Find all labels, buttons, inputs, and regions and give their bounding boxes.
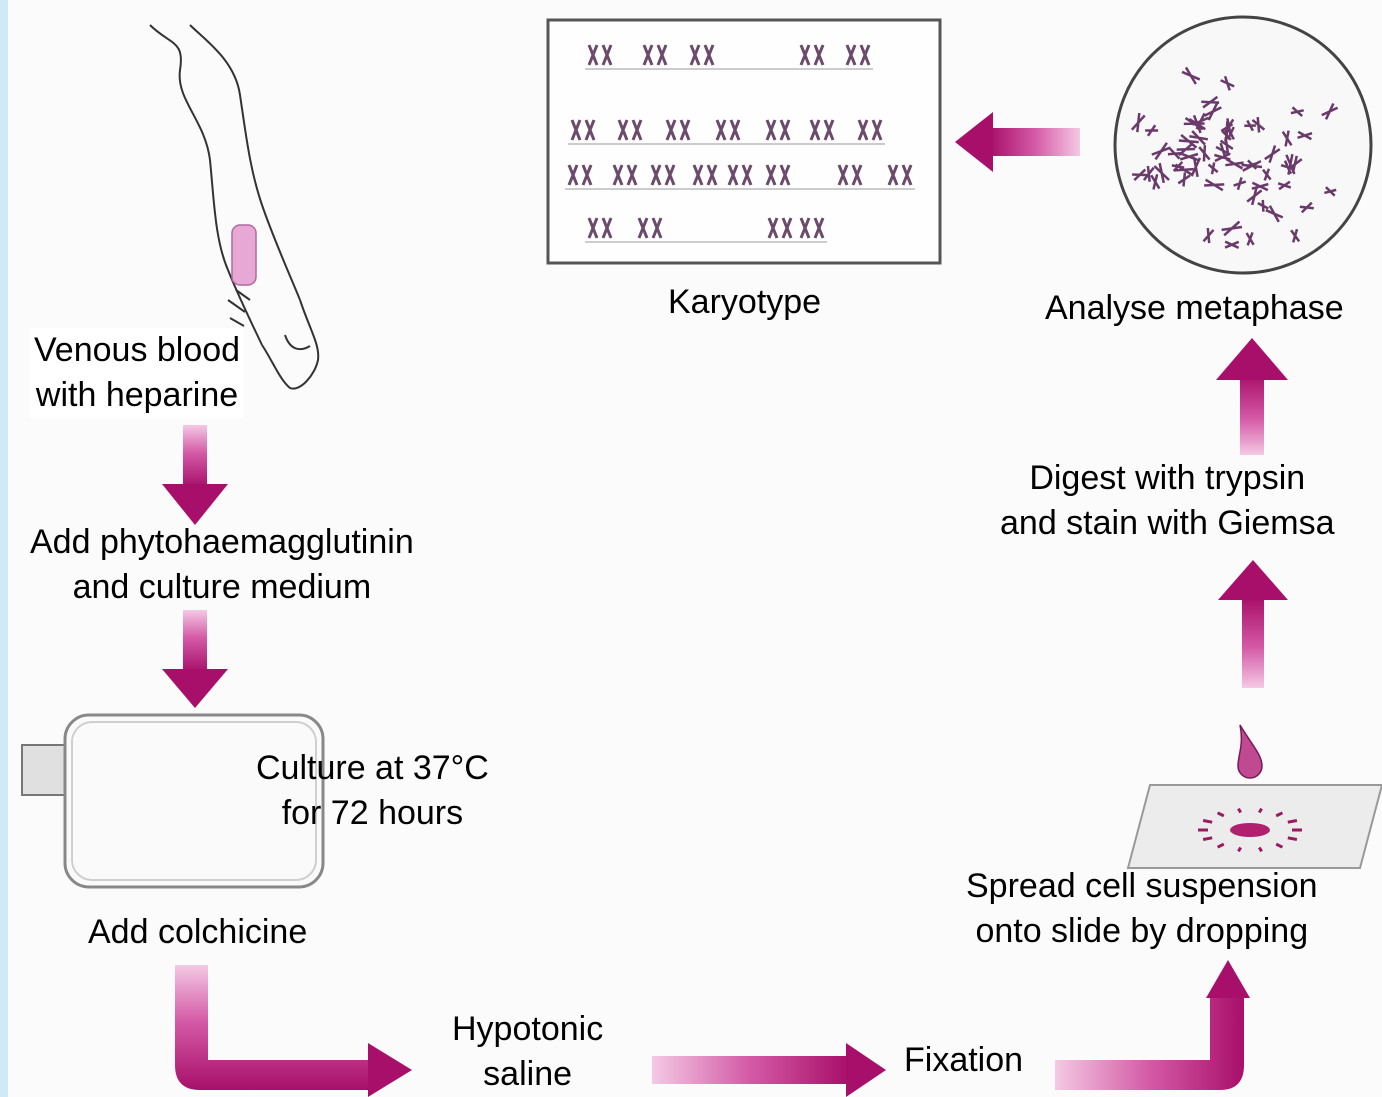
label-culture-line1: Culture at 37°C [256,746,489,791]
label-venous-blood-line2: with heparine [34,373,240,418]
cell-droplet [1288,821,1297,823]
label-spread-line1: Spread cell suspension [966,864,1318,909]
label-karyotype: Karyotype [668,280,821,325]
label-spread-line2: onto slide by dropping [966,909,1318,954]
label-hypotonic-line1: Hypotonic [452,1007,603,1052]
label-add-pha-line2: and culture medium [30,565,414,610]
label-analyse: Analyse metaphase [1045,286,1344,331]
label-digest-line2: and stain with Giemsa [1000,501,1335,546]
arrow-analyse-to-karyotype [955,112,1080,172]
cell-droplet [1203,821,1212,823]
label-venous-blood: Venous blood with heparine [30,328,244,418]
slide-with-drop [1128,725,1382,868]
arrow-hypotonic-to-fixation [652,1043,886,1097]
label-culture-line2: for 72 hours [256,791,489,836]
label-fixation: Fixation [904,1038,1023,1083]
label-culture: Culture at 37°C for 72 hours [256,746,489,836]
cell-droplet [1259,848,1261,852]
label-digest: Digest with trypsin and stain with Giems… [1000,456,1335,546]
label-hypotonic-line2: saline [452,1052,603,1097]
arrow-pha-to-culture [162,610,228,708]
arrow-digest-to-analyse [1216,338,1288,455]
cell-droplet [1238,809,1240,813]
label-add-colchicine: Add colchicine [88,910,307,955]
arrow-spread-to-digest [1218,560,1288,688]
arrow-colchicine-to-hypotonic [175,965,412,1097]
cell-droplet [1259,809,1261,813]
label-digest-line1: Digest with trypsin [1000,456,1335,501]
arrow-venous-to-pha [162,425,228,525]
label-add-pha: Add phytohaemagglutinin and culture medi… [30,520,414,610]
label-hypotonic: Hypotonic saline [452,1007,603,1097]
label-add-pha-line1: Add phytohaemagglutinin [30,520,414,565]
karyotype-panel [548,20,940,263]
label-spread: Spread cell suspension onto slide by dro… [966,864,1318,954]
metaphase-spread [1115,17,1371,273]
label-venous-blood-line1: Venous blood [34,328,240,373]
arrow-fixation-to-spread [1055,960,1250,1090]
cell-droplet [1288,838,1297,840]
cell-droplet [1203,838,1212,840]
cell-droplet [1238,848,1240,852]
